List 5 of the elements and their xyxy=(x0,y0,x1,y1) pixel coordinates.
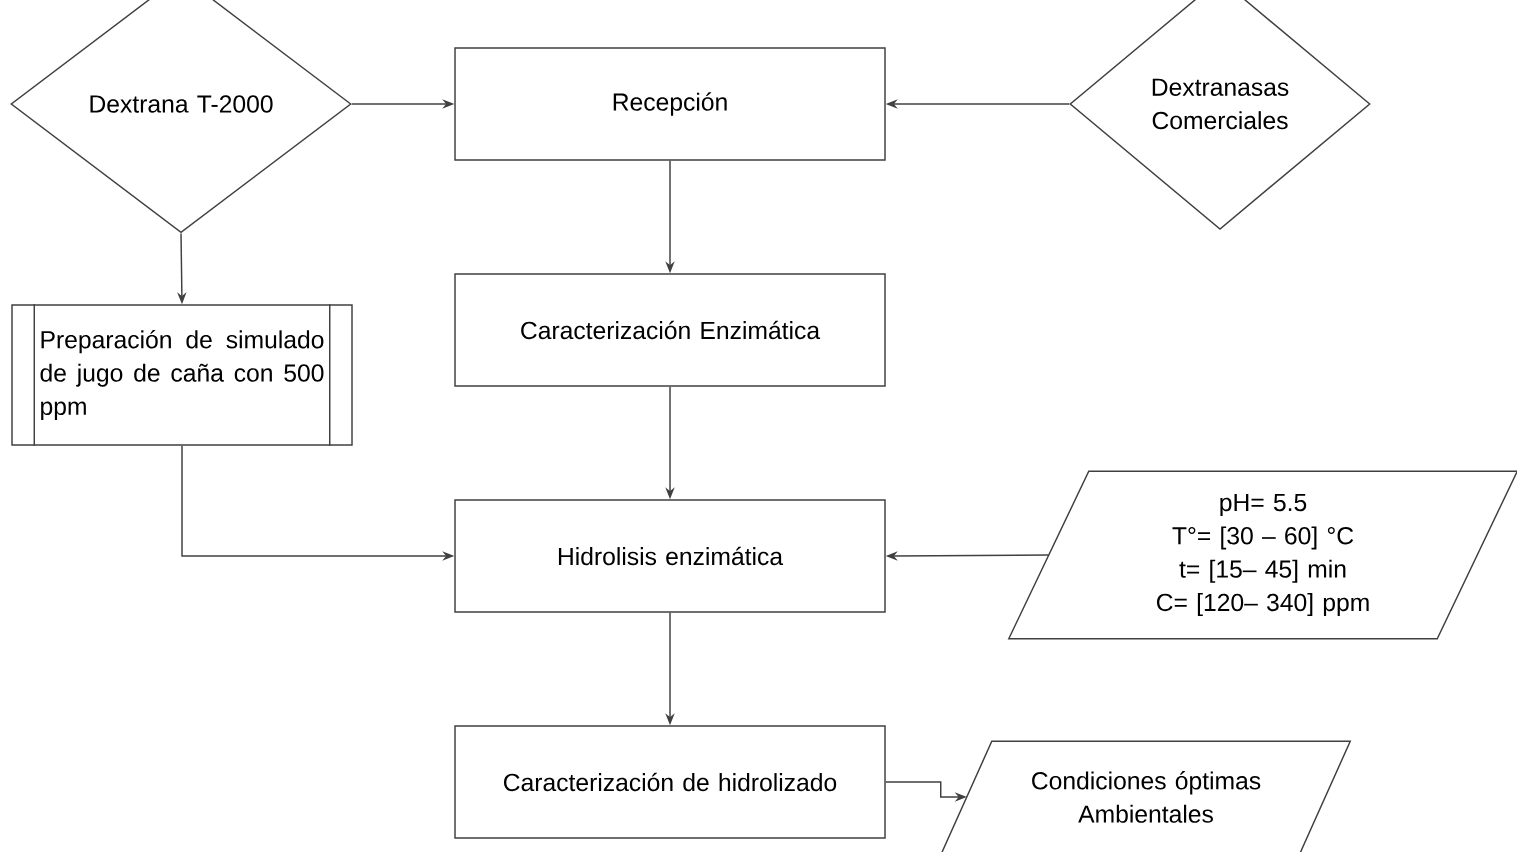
process-box: Hidrolisis enzimática xyxy=(454,499,886,613)
predefined-process-box: Preparación de simulado de jugo de caña con 500 ppm xyxy=(11,303,353,447)
process-box: Caracterización de hidrolizado xyxy=(454,725,886,839)
process-box: Caracterización Enzimática xyxy=(454,273,886,387)
process-box: Recepción xyxy=(454,47,886,161)
